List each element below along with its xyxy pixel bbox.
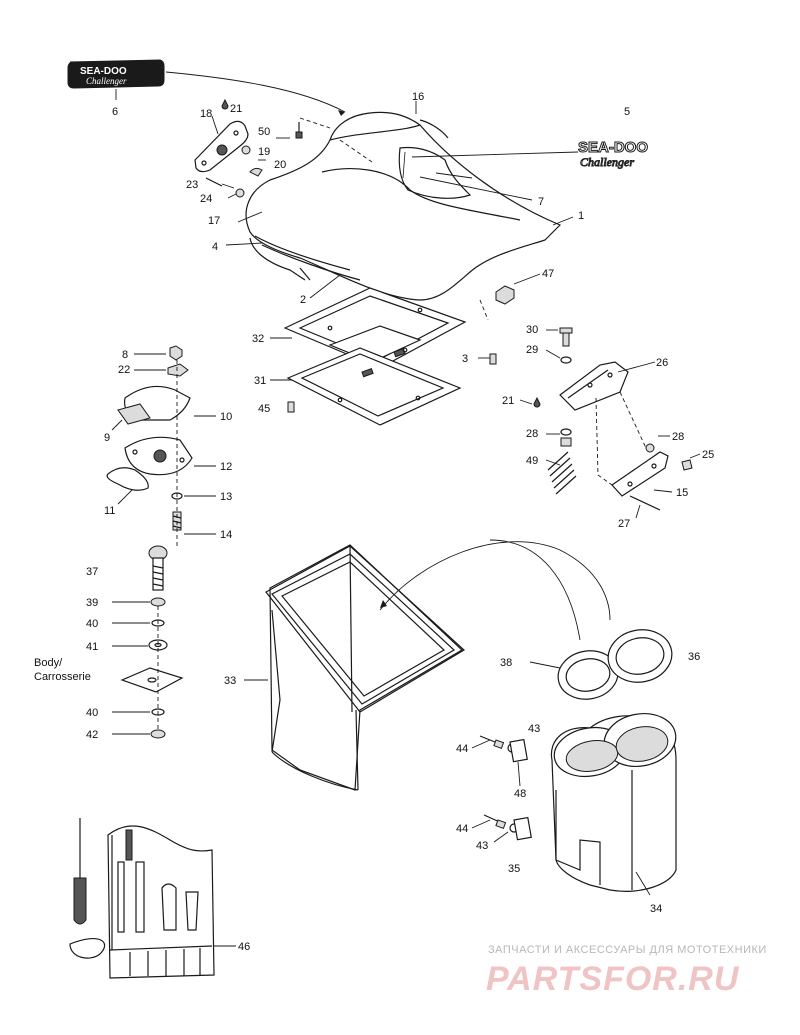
part-number: 13 xyxy=(220,491,232,503)
body-label-line2: Carrosserie xyxy=(34,671,91,683)
part-number: 26 xyxy=(656,357,668,369)
part-number: 47 xyxy=(542,268,554,280)
decal-seat-script: Challenger xyxy=(580,155,634,169)
part-number: 21 xyxy=(502,395,514,407)
part-number: 32 xyxy=(252,333,264,345)
part-number: 18 xyxy=(200,108,212,120)
part-number: 23 xyxy=(186,179,198,191)
latch-assembly xyxy=(106,345,193,546)
part-number: 3 xyxy=(462,353,468,365)
part-number: 43 xyxy=(476,840,488,852)
part-number: 44 xyxy=(456,743,468,755)
part-number: 24 xyxy=(200,193,212,205)
part-number: 35 xyxy=(508,863,520,875)
part-number: 41 xyxy=(86,641,98,653)
part-number: 50 xyxy=(258,126,270,138)
part-number: 20 xyxy=(274,159,286,171)
part-number: 46 xyxy=(238,941,250,953)
part-number: 21 xyxy=(230,103,242,115)
part-number: 40 xyxy=(86,618,98,630)
watermark: ЗАПЧАСТИ И АКСЕССУАРЫ ДЛЯ МОТОТЕХНИКИ PA… xyxy=(486,944,767,998)
part-number: 30 xyxy=(526,324,538,336)
part-number: 5 xyxy=(624,106,630,118)
seat-assembly xyxy=(245,111,562,321)
part-number: 16 xyxy=(412,91,424,103)
part-number: 10 xyxy=(220,411,232,423)
part-number: 49 xyxy=(526,455,538,467)
part-number: 45 xyxy=(258,403,270,415)
storage-bin xyxy=(265,544,466,791)
part-number: 27 xyxy=(618,518,630,530)
part-number: 28 xyxy=(526,428,538,440)
part-number: 22 xyxy=(118,364,130,376)
part-number: 8 xyxy=(122,349,128,361)
part-number: 15 xyxy=(676,487,688,499)
part-number: 43 xyxy=(528,723,540,735)
part-number: 31 xyxy=(254,375,266,387)
part-number: 14 xyxy=(220,529,232,541)
storage-cover-frames xyxy=(283,287,467,426)
part-number: 28 xyxy=(672,431,684,443)
watermark-brand: PARTSFOR.RU xyxy=(486,960,740,998)
part-number: 36 xyxy=(688,651,700,663)
part-number: 12 xyxy=(220,461,232,473)
part-number: 19 xyxy=(258,146,270,158)
hinge-assembly xyxy=(533,327,693,511)
part-number: 6 xyxy=(112,106,118,118)
part-number: 42 xyxy=(86,729,98,741)
watermark-tagline: ЗАПЧАСТИ И АКСЕССУАРЫ ДЛЯ МОТОТЕХНИКИ xyxy=(488,944,767,956)
part-number: 39 xyxy=(86,597,98,609)
part-number: 38 xyxy=(500,657,512,669)
part-number: 48 xyxy=(514,788,526,800)
part-number: 34 xyxy=(650,903,662,915)
part-number: 29 xyxy=(526,344,538,356)
decal-logo-script: Challenger xyxy=(86,76,127,86)
part-number: 4 xyxy=(212,241,218,253)
body-label-line1: Body/ xyxy=(34,657,63,669)
decal-logo-seat: SEA-DOO Challenger xyxy=(578,139,649,170)
part-number: 7 xyxy=(538,196,544,208)
part-number: 44 xyxy=(456,823,468,835)
part-number: 37 xyxy=(86,566,98,578)
mounting-bolt-stack xyxy=(120,545,184,739)
part-number: 40 xyxy=(86,707,98,719)
part-number: 2 xyxy=(300,294,306,306)
decal-seat-brand: SEA-DOO xyxy=(578,139,648,156)
part-number: 9 xyxy=(104,432,110,444)
decal-logo-plate: SEA-DOO Challenger xyxy=(67,59,165,89)
part-number: 25 xyxy=(702,449,714,461)
part-number: 11 xyxy=(104,505,115,517)
part-number: 1 xyxy=(578,210,584,222)
tool-kit xyxy=(69,818,215,979)
part-number: 33 xyxy=(224,675,236,687)
cupholder-hardware xyxy=(479,735,532,841)
cup-covers xyxy=(557,629,673,700)
decal-logo-brand: SEA-DOO xyxy=(80,66,127,77)
part-number: 17 xyxy=(208,215,220,227)
cup-holder xyxy=(550,713,677,892)
